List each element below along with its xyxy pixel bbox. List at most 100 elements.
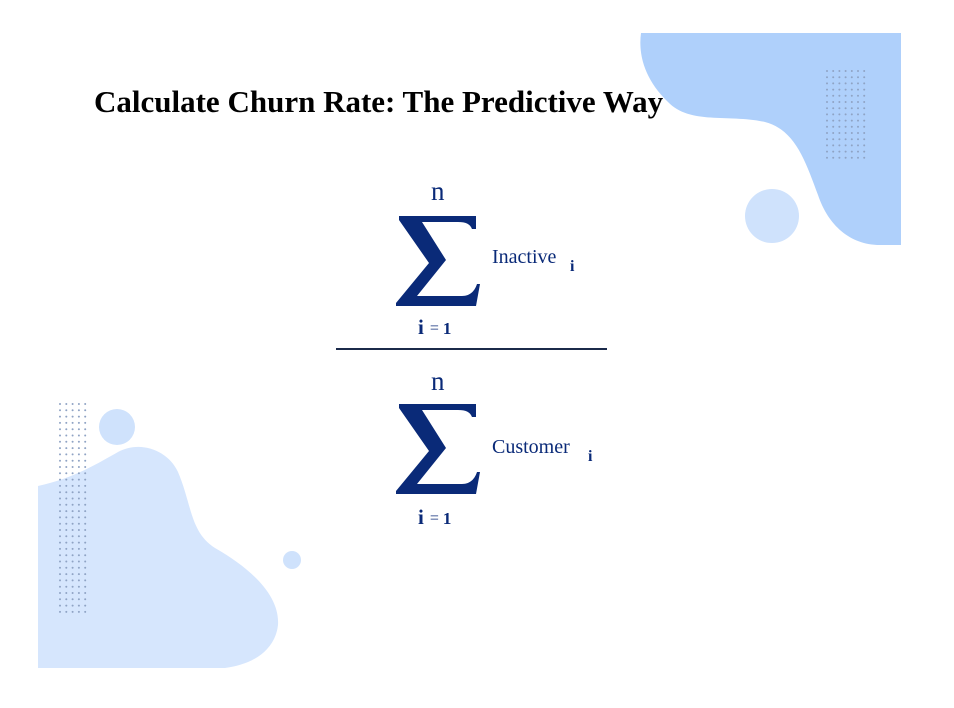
decor-dot xyxy=(84,453,87,456)
decor-dot xyxy=(850,107,853,110)
decor-dot xyxy=(65,428,68,431)
decor-dot xyxy=(71,529,74,531)
decor-dot xyxy=(826,94,828,97)
decor-dot xyxy=(77,592,80,594)
decor-dot xyxy=(65,598,68,601)
decor-dot xyxy=(826,132,828,134)
decor-dot xyxy=(850,76,853,79)
decor-dot xyxy=(71,510,74,513)
decor-dot xyxy=(84,554,87,557)
decor-dot xyxy=(59,447,61,450)
decor-dot xyxy=(59,547,61,550)
decor-dot xyxy=(59,535,61,538)
decor-dot xyxy=(59,598,61,601)
numerator-lower-limit: i=1 xyxy=(418,315,451,340)
decor-dot xyxy=(857,119,859,122)
decor-dot xyxy=(77,547,80,550)
decor-dot xyxy=(77,428,80,431)
decor-dot xyxy=(65,421,68,424)
decor-dot xyxy=(850,88,853,91)
decor-dot xyxy=(65,453,68,456)
numerator-sigma-icon xyxy=(396,216,480,306)
decor-dot xyxy=(71,604,74,607)
decor-dot xyxy=(59,478,61,481)
numerator-index-var: i xyxy=(418,315,424,339)
decor-dot xyxy=(71,573,74,576)
decor-dot xyxy=(71,484,74,487)
decor-dot xyxy=(65,554,68,557)
decor-dot xyxy=(838,70,841,72)
decor-dot xyxy=(832,132,835,134)
decor-dot xyxy=(77,421,80,424)
decor-dot xyxy=(826,82,828,85)
decor-dot xyxy=(84,541,87,544)
decor-dot xyxy=(65,585,68,588)
decor-dot xyxy=(850,82,853,85)
decor-dot xyxy=(84,472,87,475)
decor-dot xyxy=(832,150,835,153)
decor-dot xyxy=(857,107,859,110)
decor-dot xyxy=(826,138,828,141)
decor-dot xyxy=(59,522,61,525)
denominator-lower-limit: i=1 xyxy=(418,505,451,530)
decor-dot xyxy=(59,459,61,462)
numerator-equals: = xyxy=(429,320,439,337)
blob-bottom-left xyxy=(38,446,279,668)
decor-dot xyxy=(59,428,61,431)
decor-dot xyxy=(832,113,835,116)
decor-dot xyxy=(844,132,847,134)
decor-dot xyxy=(84,510,87,513)
decor-dot xyxy=(844,119,847,122)
decor-dot xyxy=(71,491,74,494)
decor-dot xyxy=(844,88,847,91)
decor-dot xyxy=(77,403,80,405)
decor-dot xyxy=(71,459,74,462)
decor-dot xyxy=(65,503,68,506)
decor-dot xyxy=(59,529,61,531)
decor-dot xyxy=(826,88,828,91)
decor-dot xyxy=(84,529,87,531)
decor-dot xyxy=(832,144,835,147)
decor-dot xyxy=(77,510,80,513)
decor-dot xyxy=(863,150,866,153)
decor-dot xyxy=(850,70,853,72)
decor-dot xyxy=(84,478,87,481)
decor-dot xyxy=(826,119,828,122)
denominator-term: Customer xyxy=(492,436,570,458)
decor-dot xyxy=(65,484,68,487)
decor-dot xyxy=(71,516,74,519)
denominator-upper-limit: n xyxy=(431,366,445,396)
decor-dot xyxy=(59,409,61,412)
decor-dot xyxy=(838,101,841,103)
decor-dot xyxy=(65,409,68,412)
decor-dot xyxy=(59,510,61,513)
decor-dot xyxy=(77,491,80,494)
decor-dot xyxy=(71,403,74,405)
decor-dot xyxy=(832,125,835,128)
decor-dot xyxy=(65,459,68,462)
decor-dot xyxy=(857,156,859,159)
denominator-sigma-icon xyxy=(396,404,480,494)
decor-dot xyxy=(59,503,61,506)
decor-dot xyxy=(71,428,74,431)
decor-dot xyxy=(832,76,835,79)
decor-dot xyxy=(844,107,847,110)
decor-dot xyxy=(71,579,74,582)
decor-dot xyxy=(71,541,74,544)
decor-dot xyxy=(77,610,80,613)
circle-right xyxy=(745,189,799,243)
decor-dot xyxy=(59,434,61,437)
numerator-term: Inactive xyxy=(492,246,557,268)
decor-dot xyxy=(84,547,87,550)
decor-dot xyxy=(84,604,87,607)
decor-dot xyxy=(84,440,87,443)
decor-dot xyxy=(71,478,74,481)
decor-dot xyxy=(84,573,87,576)
decor-dot xyxy=(84,610,87,613)
decor-dot xyxy=(844,101,847,103)
decor-dot xyxy=(59,560,61,563)
decor-dot xyxy=(59,554,61,557)
decor-dot xyxy=(857,144,859,147)
decor-dot xyxy=(77,604,80,607)
